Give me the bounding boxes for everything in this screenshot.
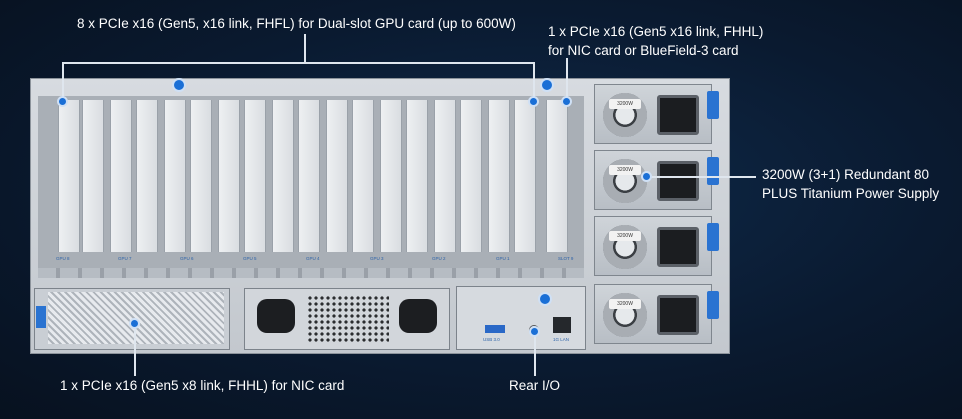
callout-dot (57, 96, 68, 107)
bay-handle[interactable] (36, 306, 46, 328)
pcie-slot (58, 100, 80, 252)
pcie-slot (406, 100, 428, 252)
psu-callout-line2: PLUS Titanium Power Supply (762, 186, 940, 201)
psu-callout-line (646, 176, 756, 178)
slot-label: GPU 4 (306, 256, 320, 261)
psu-release-tab[interactable] (707, 91, 719, 119)
slot-label: GPU 8 (56, 256, 70, 261)
thumbscrew-icon[interactable] (540, 78, 554, 92)
low-slot-callout: 1 x PCIe x16 (Gen5 x8 link, FHHL) for NI… (60, 378, 345, 393)
callout-dot (529, 326, 540, 337)
pcie-slot (326, 100, 348, 252)
psu-rating-tag: 3200W (609, 99, 641, 109)
psu-rating-tag: 3200W (609, 165, 641, 175)
gpu-callout-stem (304, 34, 306, 62)
psu-rating-tag: 3200W (609, 231, 641, 241)
slot-label: GPU 1 (496, 256, 510, 261)
pcie-slot (82, 100, 104, 252)
rear-io-callout-line (534, 330, 536, 376)
pcie-slot (272, 100, 294, 252)
pcie-slot (488, 100, 510, 252)
rear-io-callout: Rear I/O (509, 378, 561, 393)
pcie-slot (352, 100, 374, 252)
slot-label: SLOT 9 (558, 256, 574, 261)
slot-label: GPU 3 (370, 256, 384, 261)
slot-bracket-strip (38, 268, 584, 278)
psu-release-tab[interactable] (707, 157, 719, 185)
lan-label: 1G LAN (553, 337, 570, 342)
callout-dot (641, 171, 652, 182)
gpu-callout-bracket-top (62, 62, 534, 64)
power-socket-icon (657, 295, 699, 335)
nic-slot-callout-line1: 1 x PCIe x16 (Gen5 x16 link, FHHL) (548, 24, 764, 39)
pcie-slot (136, 100, 158, 252)
pcie-slot (218, 100, 240, 252)
slot-label: GPU 7 (118, 256, 132, 261)
slot-label: GPU 6 (180, 256, 194, 261)
power-supply: 3200W (594, 284, 719, 344)
power-supply: 3200W (594, 216, 719, 276)
pcie-slot (164, 100, 186, 252)
callout-dot (129, 318, 140, 329)
psu-callout: 3200W (3+1) Redundant 80 PLUS Titanium P… (762, 165, 939, 203)
lan-port-icon[interactable] (553, 317, 571, 333)
power-supply: 3200W (594, 84, 719, 144)
usb-label: USB 3.0 (483, 337, 500, 342)
power-socket-icon (657, 161, 699, 201)
nic-slot-callout-line2: for NIC card or BlueField-3 card (548, 43, 739, 58)
pcie-slot (546, 100, 568, 252)
power-socket-icon (657, 227, 699, 267)
power-socket-icon (657, 95, 699, 135)
thumbscrew-icon[interactable] (172, 78, 186, 92)
pcie-slot (380, 100, 402, 252)
power-supply: 3200W (594, 150, 719, 210)
vent-grid (307, 295, 389, 343)
pcie-slot (110, 100, 132, 252)
usb-port-icon[interactable] (485, 325, 505, 333)
psu-callout-line1: 3200W (3+1) Redundant 80 (762, 167, 929, 182)
callout-dot (528, 96, 539, 107)
psu-release-tab[interactable] (707, 223, 719, 251)
slot-label: GPU 2 (432, 256, 446, 261)
gpu-callout-bracket-right (533, 62, 535, 100)
thumbscrew-icon[interactable] (538, 292, 552, 306)
pcie-slot (244, 100, 266, 252)
pcie-slot (298, 100, 320, 252)
pcie-slot (434, 100, 456, 252)
pcie-slot (514, 100, 536, 252)
pcie-slot (460, 100, 482, 252)
callout-dot (561, 96, 572, 107)
slot-label: GPU 5 (243, 256, 257, 261)
nic-slot-callout: 1 x PCIe x16 (Gen5 x16 link, FHHL) for N… (548, 22, 763, 60)
psu-release-tab[interactable] (707, 291, 719, 319)
gpu-slots-callout: 8 x PCIe x16 (Gen5, x16 link, FHFL) for … (77, 16, 516, 31)
low-slot-callout-line (134, 324, 136, 376)
rear-io-panel: USB 3.0 1G LAN (456, 286, 586, 350)
vent-opening (399, 299, 437, 333)
vent-opening (257, 299, 295, 333)
vent-panel (244, 288, 450, 350)
gpu-callout-bracket-left (62, 62, 64, 100)
nic-callout-line (566, 58, 568, 100)
psu-rating-tag: 3200W (609, 299, 641, 309)
pcie-slot (190, 100, 212, 252)
